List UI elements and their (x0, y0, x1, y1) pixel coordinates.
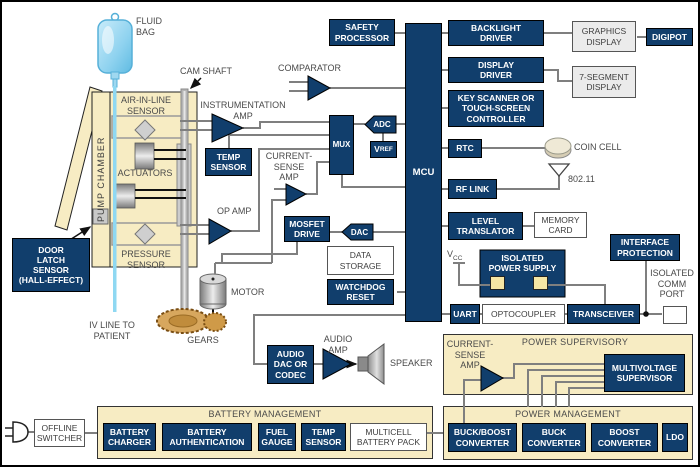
block-rf-link: RF LINK (448, 179, 497, 199)
motor-icon (199, 273, 227, 320)
power-supervisory-title: POWER SUPERVISORY (521, 337, 629, 347)
op-amp-label: OP AMP (217, 206, 252, 216)
cam-shaft-label: CAM SHAFT (180, 66, 233, 76)
block-graphics-display: GRAPHICS DISPLAY (572, 21, 636, 52)
vcc-v: V (447, 249, 454, 259)
isolated-comm-port-label: ISOLATED COMM PORT (650, 268, 694, 300)
comparator-icon (307, 75, 332, 101)
vcc-sub: CC (453, 254, 463, 262)
vref-sub: REF (379, 145, 393, 153)
block-temp-sensor: TEMP SENSOR (205, 148, 252, 176)
block-interface-protection: INTERFACE PROTECTION (610, 234, 680, 261)
coin-cell-icon (544, 137, 572, 159)
op-amp-icon (208, 218, 233, 245)
adc-shape (364, 115, 397, 134)
pressure-sensor-icon (134, 223, 156, 245)
cam-shaft-icon (176, 88, 192, 320)
comparator-label: COMPARATOR (278, 63, 342, 73)
block-key-scanner: KEY SCANNER OR TOUCH-SCREEN CONTROLLER (448, 90, 544, 127)
pressure-sensor-label: PRESSURE SENSOR (121, 249, 171, 270)
block-offline-switcher: OFFLINE SWITCHER (34, 419, 85, 447)
iv-line-icon (113, 86, 117, 312)
antenna-icon (547, 163, 571, 178)
isolation-square-left (490, 276, 505, 290)
block-fuel-gauge: FUEL GAUGE (258, 423, 296, 451)
dac-label: DAC (350, 227, 369, 237)
dac-shape (341, 223, 374, 241)
current-sense-amp-label: CURRENT- SENSE AMP (265, 151, 313, 183)
vcc-wire (453, 262, 606, 304)
vref-v: V (374, 144, 380, 155)
block-backlight-driver: BACKLIGHT DRIVER (448, 20, 544, 46)
audio-amp-icon (322, 348, 353, 380)
gears-label: GEARS (187, 335, 219, 345)
motor-label: MOTOR (231, 287, 265, 297)
current-sense-amp-right-icon (480, 365, 505, 392)
gears-icon (156, 308, 227, 334)
battery-management-title: BATTERY MANAGEMENT (208, 409, 322, 419)
audio-amp-label: AUDIO AMP (323, 334, 353, 355)
block-seven-segment-display: 7-SEGMENT DISPLAY (572, 66, 636, 98)
block-data-storage: DATA STORAGE (327, 246, 394, 275)
isolated-comm-port-box (663, 306, 687, 324)
block-rtc: RTC (448, 139, 482, 158)
pump-chamber-label: PUMP CHAMBER (96, 136, 106, 222)
block-digipot: DIGIPOT (646, 28, 693, 46)
instrumentation-amp-icon (211, 113, 245, 143)
block-display-driver: DISPLAY DRIVER (448, 57, 544, 83)
current-sense-amp-icon (285, 183, 308, 206)
block-transceiver: TRANSCEIVER (567, 304, 640, 324)
air-in-line-sensor-label: AIR-IN-LINE SENSOR (120, 95, 171, 116)
vcc-label: VCC (447, 249, 462, 262)
iv-line-label: IV LINE TO PATIENT (89, 320, 135, 341)
block-mcu: MCU (405, 23, 442, 322)
actuators-icon (115, 142, 186, 209)
block-watchdog-reset: WATCHDOG RESET (327, 279, 394, 305)
air-sensor-icon (134, 119, 156, 141)
amp-triangles (208, 75, 505, 392)
block-boost-converter: BOOST CONVERTER (591, 423, 658, 452)
block-mux: MUX (329, 115, 354, 175)
wires (28, 32, 662, 434)
block-temp-sensor-battery: TEMP SENSOR (301, 423, 346, 451)
fluid-bag-icon (97, 12, 133, 88)
current-sense-amp-right-label: CURRENT- SENSE AMP (446, 339, 494, 371)
ac-plug-icon (5, 421, 29, 443)
adc-label: ADC (373, 120, 391, 129)
block-mosfet-drive: MOSFET DRIVE (284, 216, 330, 242)
fluid-bag-label: FLUID BAG (136, 16, 163, 37)
block-buck-converter: BUCK CONVERTER (522, 423, 586, 452)
block-ldo: LDO (662, 423, 688, 452)
block-battery-charger: BATTERY CHARGER (103, 423, 156, 451)
block-multivoltage-supervisor: MULTIVOLTAGE SUPERVISOR (604, 354, 685, 392)
wifi-label: 802.11 (568, 174, 595, 184)
speaker-icon (346, 343, 385, 385)
junction-dot (643, 311, 649, 317)
isolation-square-right (533, 276, 548, 290)
block-safety-processor: SAFETY PROCESSOR (329, 19, 395, 46)
coin-cell-label: COIN CELL (574, 142, 622, 152)
block-door-latch-sensor: DOOR LATCH SENSOR (HALL-EFFECT) (12, 238, 90, 292)
block-level-translator: LEVEL TRANSLATOR (448, 212, 523, 240)
block-memory-card: MEMORY CARD (534, 212, 587, 238)
door-latch-icon (92, 208, 109, 225)
speaker-label: SPEAKER (390, 358, 433, 368)
isolated-power-supply-label: ISOLATED POWER SUPPLY (488, 253, 557, 273)
instrumentation-amp-label: INSTRUMENTATION AMP (200, 100, 286, 121)
power-management-title: POWER MANAGEMENT (515, 409, 621, 419)
block-battery-authentication: BATTERY AUTHENTICATION (162, 423, 252, 451)
block-audio-dac: AUDIO DAC OR CODEC (267, 345, 314, 384)
block-optocoupler: OPTOCOUPLER (482, 304, 565, 324)
block-buck-boost-converter: BUCK/BOOST CONVERTER (448, 423, 517, 452)
actuators-label: ACTUATORS (117, 168, 173, 178)
block-multicell-battery-pack: MULTICELL BATTERY PACK (350, 423, 427, 451)
block-uart: UART (450, 304, 480, 324)
